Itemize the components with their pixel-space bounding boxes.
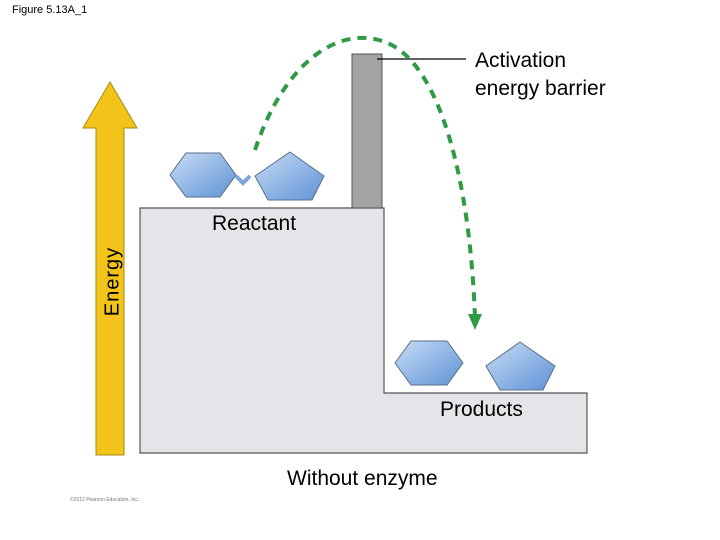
- energy-arrow: [82, 81, 138, 456]
- reactant-label: Reactant: [212, 212, 297, 235]
- copyright-credit: ©2012 Pearson Education, Inc.: [70, 497, 140, 503]
- reactant-bond: [234, 174, 252, 186]
- without-enzyme-label: Without enzyme: [287, 467, 438, 490]
- activation-barrier-bar: [351, 53, 383, 209]
- product-pentagon: [485, 341, 556, 391]
- product-hexagon: [394, 340, 464, 386]
- activation-label-line1: Activation: [475, 49, 567, 72]
- products-label: Products: [440, 398, 523, 421]
- energy-step: [139, 207, 588, 454]
- reaction-path-dashed: [253, 35, 477, 319]
- reactant-pentagon: [254, 151, 325, 201]
- reactant-hexagon: [169, 152, 237, 198]
- figure-label: Figure 5.13A_1: [12, 4, 88, 16]
- activation-energy-label: Activation energy barrier: [475, 47, 606, 103]
- reaction-path-arrowhead: [468, 314, 482, 330]
- activation-label-line2: energy barrier: [475, 77, 606, 100]
- energy-axis-label: Energy: [101, 246, 124, 317]
